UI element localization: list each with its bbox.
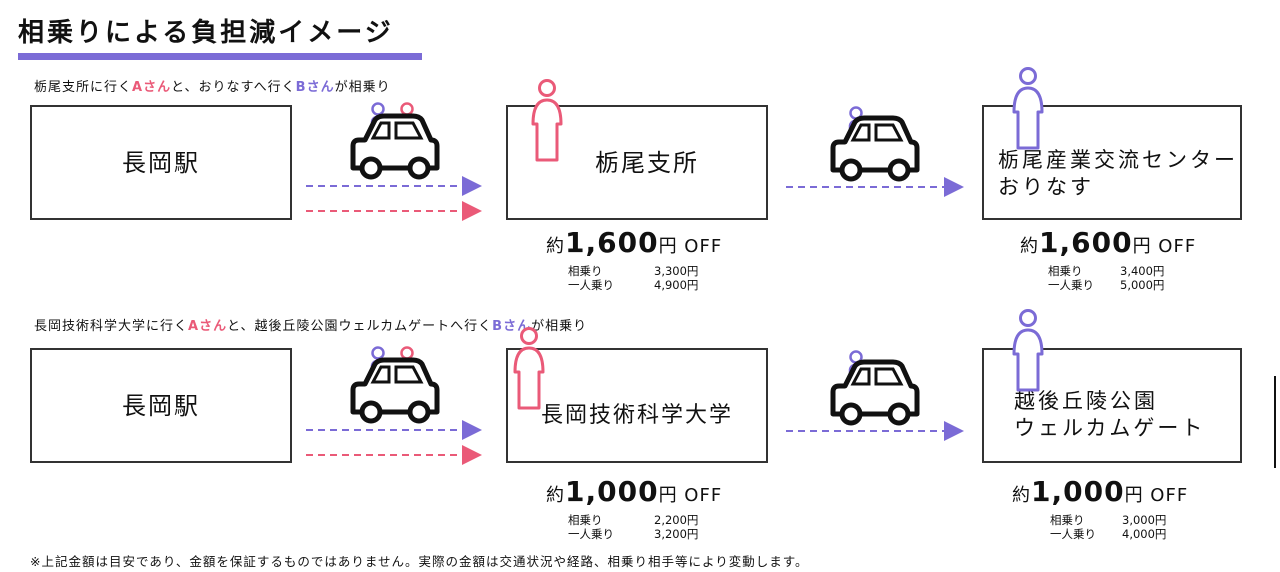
shared-fare-value: 3,400円 (1120, 264, 1165, 278)
route-1-caption: 栃尾支所に行くAさんと、おりなすへ行くBさんが相乗り (34, 76, 391, 95)
saving-amount: 1,600 (565, 226, 659, 259)
single-ride-car-icon (833, 350, 917, 424)
saving-prefix: 約 (546, 485, 565, 506)
saving-amount: 1,600 (1039, 226, 1133, 259)
saving-prefix: 約 (1020, 236, 1039, 257)
person-a-label: Aさん (132, 80, 172, 95)
person-b-label: Bさん (492, 319, 532, 334)
solo-fare-value: 3,200円 (654, 527, 699, 541)
shared-ride-car-icon (353, 102, 437, 178)
first-stop-label: 栃尾支所 (595, 148, 699, 177)
saving-suffix: 円 OFF (658, 485, 723, 506)
saving-first-stop: 約1,600円 OFF (546, 226, 722, 259)
car-icon (353, 360, 437, 421)
saving-second-stop: 約1,600円 OFF (1020, 226, 1196, 259)
second-stop-sublabel: おりなす (998, 174, 1094, 199)
saving-first-stop: 約1,000円 OFF (546, 475, 722, 508)
person-a-destination-icon (531, 79, 563, 162)
fare-comparison-second-stop: 相乗り 3,000円 一人乗り 4,000円 (1050, 513, 1166, 541)
car-icon (353, 116, 437, 177)
start-station-label: 長岡駅 (122, 391, 200, 420)
shared-fare-value: 3,000円 (1122, 513, 1167, 527)
first-stop-label: 長岡技術科学大学 (540, 402, 733, 428)
caption-text: と、越後丘陵公園ウェルカムゲートへ行く (227, 319, 493, 334)
solo-fare-label: 一人乗り (568, 527, 614, 541)
fare-comparison-first-stop: 相乗り 2,200円 一人乗り 3,200円 (568, 513, 698, 541)
saving-suffix: 円 OFF (658, 236, 723, 257)
start-station-label: 長岡駅 (122, 148, 200, 177)
solo-fare-label: 一人乗り (1050, 527, 1096, 541)
shared-fare-label: 相乗り (1050, 513, 1085, 527)
person-b-label: Bさん (295, 80, 335, 95)
saving-prefix: 約 (546, 236, 565, 257)
shared-fare-label: 相乗り (568, 513, 603, 527)
saving-second-stop: 約1,000円 OFF (1012, 475, 1188, 508)
saving-amount: 1,000 (565, 475, 659, 508)
solo-fare-value: 4,900円 (654, 278, 699, 292)
edge-mark (1274, 376, 1276, 468)
shared-fare-value: 2,200円 (654, 513, 699, 527)
page-title: 相乗りによる負担減イメージ (18, 18, 394, 48)
car-icon (833, 118, 917, 179)
caption-text: 長岡技術科学大学に行く (34, 319, 189, 334)
solo-fare-label: 一人乗り (1048, 278, 1094, 292)
saving-amount: 1,000 (1031, 475, 1125, 508)
saving-suffix: 円 OFF (1132, 236, 1197, 257)
route-2-caption: 長岡技術科学大学に行くAさんと、越後丘陵公園ウェルカムゲートへ行くBさんが相乗り (34, 315, 587, 334)
saving-prefix: 約 (1012, 485, 1031, 506)
shared-fare-label: 相乗り (1048, 264, 1083, 278)
caption-text: が相乗り (531, 319, 588, 334)
solo-fare-label: 一人乗り (568, 278, 614, 292)
saving-suffix: 円 OFF (1124, 485, 1189, 506)
fare-comparison-second-stop: 相乗り 3,400円 一人乗り 5,000円 (1048, 264, 1164, 292)
disclaimer-note: ※上記金額は目安であり、金額を保証するものではありません。実際の金額は交通状況や… (30, 554, 809, 569)
person-b-destination-icon (1012, 67, 1044, 150)
second-stop-label: 栃尾産業交流センター (998, 148, 1238, 173)
person-a-label: Aさん (188, 319, 228, 334)
title-underline (18, 53, 422, 60)
shared-ride-car-icon (353, 346, 437, 422)
start-station-box: 長岡駅 (30, 105, 292, 220)
caption-text: 栃尾支所に行く (34, 80, 133, 95)
fare-comparison-first-stop: 相乗り 3,300円 一人乗り 4,900円 (568, 264, 698, 292)
first-stop-box: 長岡技術科学大学 (506, 348, 768, 463)
caption-text: と、おりなすへ行く (171, 80, 296, 95)
person-b-destination-icon (1012, 309, 1044, 392)
solo-fare-value: 5,000円 (1120, 278, 1165, 292)
shared-fare-value: 3,300円 (654, 264, 699, 278)
second-stop-label: 越後丘陵公園 (1014, 389, 1158, 414)
shared-fare-label: 相乗り (568, 264, 603, 278)
second-stop-sublabel: ウェルカムゲート (1014, 415, 1206, 440)
caption-text: が相乗り (334, 80, 391, 95)
start-station-box: 長岡駅 (30, 348, 292, 463)
solo-fare-value: 4,000円 (1122, 527, 1167, 541)
single-ride-car-icon (833, 106, 917, 180)
person-a-destination-icon (513, 327, 545, 410)
car-icon (833, 362, 917, 423)
